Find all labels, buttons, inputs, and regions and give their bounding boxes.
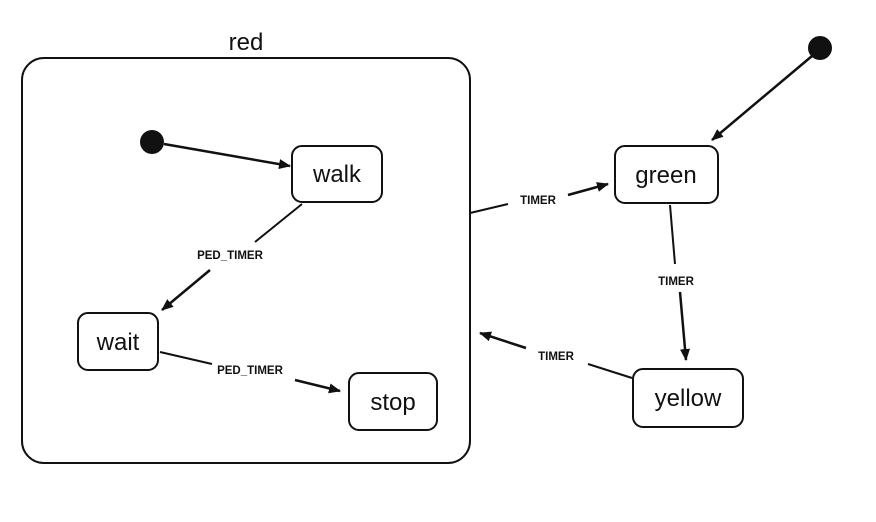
initial-pseudostate-red bbox=[140, 130, 164, 154]
state-wait-label: wait bbox=[96, 329, 140, 356]
red-to-green-edge-left bbox=[469, 203, 509, 214]
yellow-to-red-label: TIMER bbox=[538, 351, 574, 363]
yellow-to-red-edge bbox=[479, 331, 527, 350]
state-green[interactable]: green bbox=[614, 145, 719, 204]
green-to-yellow-label: TIMER bbox=[658, 276, 694, 288]
state-walk[interactable]: walk bbox=[291, 145, 383, 203]
yellow-to-red-edge-right bbox=[587, 363, 633, 379]
walk-to-wait-edge bbox=[161, 269, 211, 311]
red-to-green-edge bbox=[567, 182, 609, 197]
wait-to-stop-label: PED_TIMER bbox=[217, 365, 284, 377]
state-green-label: green bbox=[635, 162, 696, 189]
state-wait[interactable]: wait bbox=[77, 312, 159, 371]
compound-state-red: red bbox=[21, 29, 471, 464]
red-to-green-label: TIMER bbox=[520, 195, 556, 207]
wait-to-stop-edge bbox=[294, 378, 341, 394]
state-yellow-label: yellow bbox=[655, 385, 722, 412]
green-to-yellow-edge bbox=[678, 291, 691, 361]
initial-pseudostate-top bbox=[808, 36, 832, 60]
compound-state-red-label: red bbox=[229, 29, 264, 56]
state-stop-label: stop bbox=[370, 389, 415, 416]
walk-to-wait-edge-upper bbox=[254, 203, 303, 243]
initial-to-walk-edge bbox=[163, 142, 291, 170]
state-stop[interactable]: stop bbox=[348, 372, 438, 431]
green-to-yellow-edge-upper bbox=[669, 204, 676, 265]
walk-to-wait-label: PED_TIMER bbox=[197, 250, 264, 262]
wait-to-stop-edge-left bbox=[159, 351, 213, 365]
state-yellow[interactable]: yellow bbox=[632, 368, 744, 428]
state-walk-label: walk bbox=[312, 161, 362, 188]
initial-to-green-edge bbox=[711, 55, 813, 141]
